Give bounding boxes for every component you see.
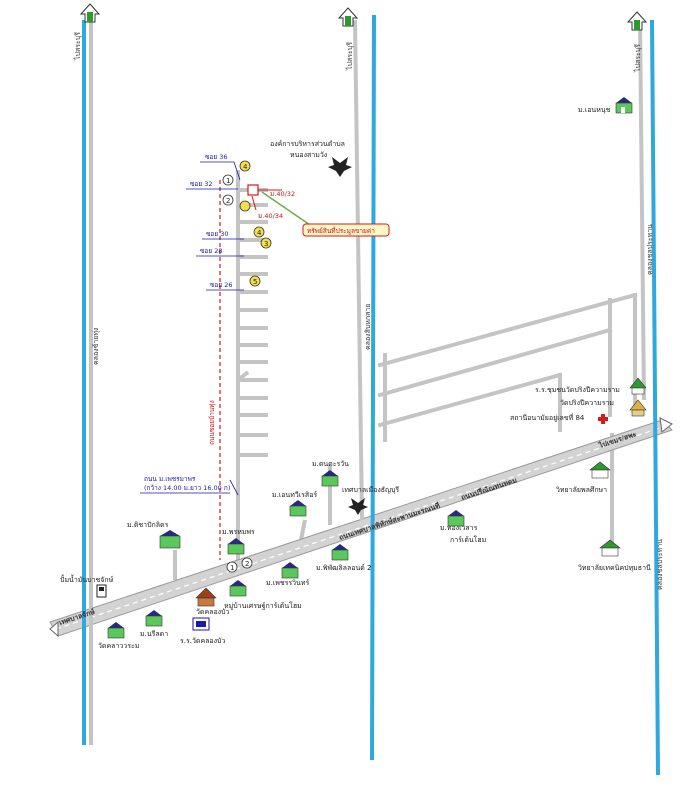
- soi-label-36: ซอย 36: [200, 153, 241, 181]
- place-village-g: ม.พิพัฒลิลลอนด์ 2: [316, 564, 371, 572]
- svg-text:2: 2: [245, 560, 249, 568]
- svg-text:ซอย 28: ซอย 28: [200, 247, 222, 255]
- gas-station-icon: [96, 584, 107, 598]
- house-icon: [447, 510, 465, 527]
- place-temple-far-left: วัดคลาววระม: [98, 642, 139, 650]
- marker-4-top: 4: [239, 160, 251, 172]
- route-label-north-right: ไปสระบุรี: [633, 44, 642, 73]
- house-icon: [159, 530, 181, 549]
- house-icon: [321, 470, 339, 487]
- main-marker-1: 1: [226, 561, 238, 573]
- org-label-line1: องค์การบริหารส่วนตำบล: [270, 140, 345, 148]
- route-label-north-left: ไปสระบุรี: [73, 32, 82, 61]
- place-village-top-right: ม.เอนหนุช: [578, 106, 611, 114]
- north-arrow-icon: [626, 11, 648, 31]
- place-temple-left: วัดคลองบัว: [196, 608, 230, 616]
- school-icon: [192, 617, 210, 631]
- route-label-north-mid: ไปสระบุรี: [345, 42, 354, 71]
- soi-road-label: ถนนซอยบ้านทุ่ง: [208, 400, 216, 445]
- place-village-b: ม.เอนทวีเรสิอร์: [272, 491, 317, 499]
- place-village-j: ม.นรีลดา: [140, 630, 168, 638]
- svg-text:3: 3: [264, 240, 268, 248]
- marker-3: 3: [260, 237, 272, 249]
- canal-right: [638, 19, 660, 776]
- main-marker-2: 2: [241, 557, 253, 569]
- property-parcel: ม.40/32 ม.40/34: [247, 184, 311, 226]
- marker-yellow-2: [239, 200, 251, 212]
- temple-icon: [629, 377, 647, 395]
- marker-2-top: 2: [222, 194, 234, 206]
- place-gas-station: ปั้มน้ำมันบาชจักษ์: [60, 573, 114, 584]
- canal-label-mid: คลองสิบหกสาย: [364, 304, 372, 350]
- place-health-center: สถานีอนามัยอยู่เลขที่ 84: [510, 413, 585, 422]
- svg-text:ซอย 30: ซอย 30: [206, 230, 228, 238]
- org-label-line2: หนองสามวัง: [290, 151, 327, 159]
- canal-label-right-lower: คลองชลประทาน: [656, 539, 664, 590]
- soi-label-28: ซอย 28: [196, 247, 244, 257]
- place-village-e: ม.ทองเวสาร: [440, 524, 478, 532]
- svg-text:4: 4: [243, 163, 248, 171]
- house-icon: [107, 622, 125, 639]
- svg-text:ซอย 36: ซอย 36: [205, 153, 227, 161]
- svg-text:ทรัพย์สินที่ประมูลขายค่า: ทรัพย์สินที่ประมูลขายค่า: [307, 226, 375, 235]
- main-highway: [49, 417, 673, 638]
- marker-4-mid: 4: [253, 226, 265, 238]
- soi-label-26: ซอย 26: [206, 281, 244, 291]
- svg-text:ซอย 26: ซอย 26: [210, 281, 232, 289]
- house-icon: [615, 97, 633, 114]
- grey-road-network: [377, 292, 638, 547]
- svg-text:ซอย 32: ซอย 32: [190, 180, 212, 188]
- soi-road-network: [173, 170, 332, 580]
- place-village-c: ม.ติชาปักลิตร: [127, 521, 169, 529]
- place-village-i: หมู่บ้านเศรษฐ์การ์เด้นโฮม: [224, 601, 302, 610]
- svg-text:4: 4: [257, 229, 262, 237]
- svg-text:ถนน ม.เพชรมาพร: ถนน ม.เพชรมาพร: [144, 475, 196, 483]
- north-arrow-icon: [79, 3, 101, 23]
- svg-text:1: 1: [230, 564, 234, 572]
- place-village-a: ม.ตนตะรวัน: [312, 460, 349, 468]
- marker-1-top: 1: [222, 174, 234, 186]
- place-school-temple: ร.ร.ชุมชนวัดปริงปีความราม: [535, 386, 620, 394]
- house-icon: [145, 610, 163, 627]
- place-university: วิทยาลัยเทคนิคปทุมธานี: [578, 564, 651, 572]
- house-icon: [227, 538, 245, 555]
- parcel-label-1: ม.40/32: [270, 190, 295, 198]
- svg-text:(กว้าง 14.00 ม.ยาว 16.00 ก): (กว้าง 14.00 ม.ยาว 16.00 ก): [144, 484, 230, 492]
- svg-text:2: 2: [226, 197, 230, 205]
- north-arrow-icon: [337, 7, 359, 27]
- government-seal-icon: [328, 157, 352, 177]
- house-icon: [229, 580, 247, 597]
- soi-label-30: ซอย 30: [202, 230, 244, 240]
- place-village-d: ม.พรหมพร: [222, 528, 255, 536]
- temple-icon: [195, 587, 217, 607]
- canal-left: [82, 20, 93, 745]
- house-icon: [289, 500, 307, 517]
- road-note: ถนน ม.เพชรมาพร (กว้าง 14.00 ม.ยาว 16.00 …: [140, 475, 239, 496]
- place-municipality: เทศบาลเมืองธัญบุรี: [342, 486, 399, 494]
- red-cross-icon: [598, 414, 608, 424]
- house-icon: [281, 562, 299, 579]
- temple-icon: [629, 399, 647, 417]
- marker-5: 5: [249, 275, 261, 287]
- soi-label-32: ซอย 32: [186, 180, 238, 190]
- svg-text:1: 1: [226, 177, 230, 185]
- place-village-h: ม.เพชรรวินทร์: [266, 579, 309, 587]
- canal-label-left: คลองซ้ายทุ่ง: [92, 328, 100, 365]
- canal-mid: [353, 14, 376, 761]
- house-icon: [331, 544, 349, 561]
- place-college: วิทยาลัยพลศึกษา: [556, 485, 607, 494]
- place-temple-right: วัดปริงปีความราม: [560, 399, 614, 407]
- place-school-left: ร.ร.วัดคลองบัว: [180, 637, 225, 645]
- svg-text:5: 5: [253, 278, 257, 286]
- parcel-label-2: ม.40/34: [258, 212, 283, 220]
- place-village-f: การ์เด้นโฮม: [450, 535, 486, 544]
- school-icon: [589, 461, 611, 479]
- school-icon: [599, 539, 621, 557]
- property-callout: ทรัพย์สินที่ประมูลขายค่า: [302, 223, 390, 237]
- government-seal-icon: [348, 498, 368, 515]
- canal-label-right: คลองชลประทาน: [646, 224, 654, 275]
